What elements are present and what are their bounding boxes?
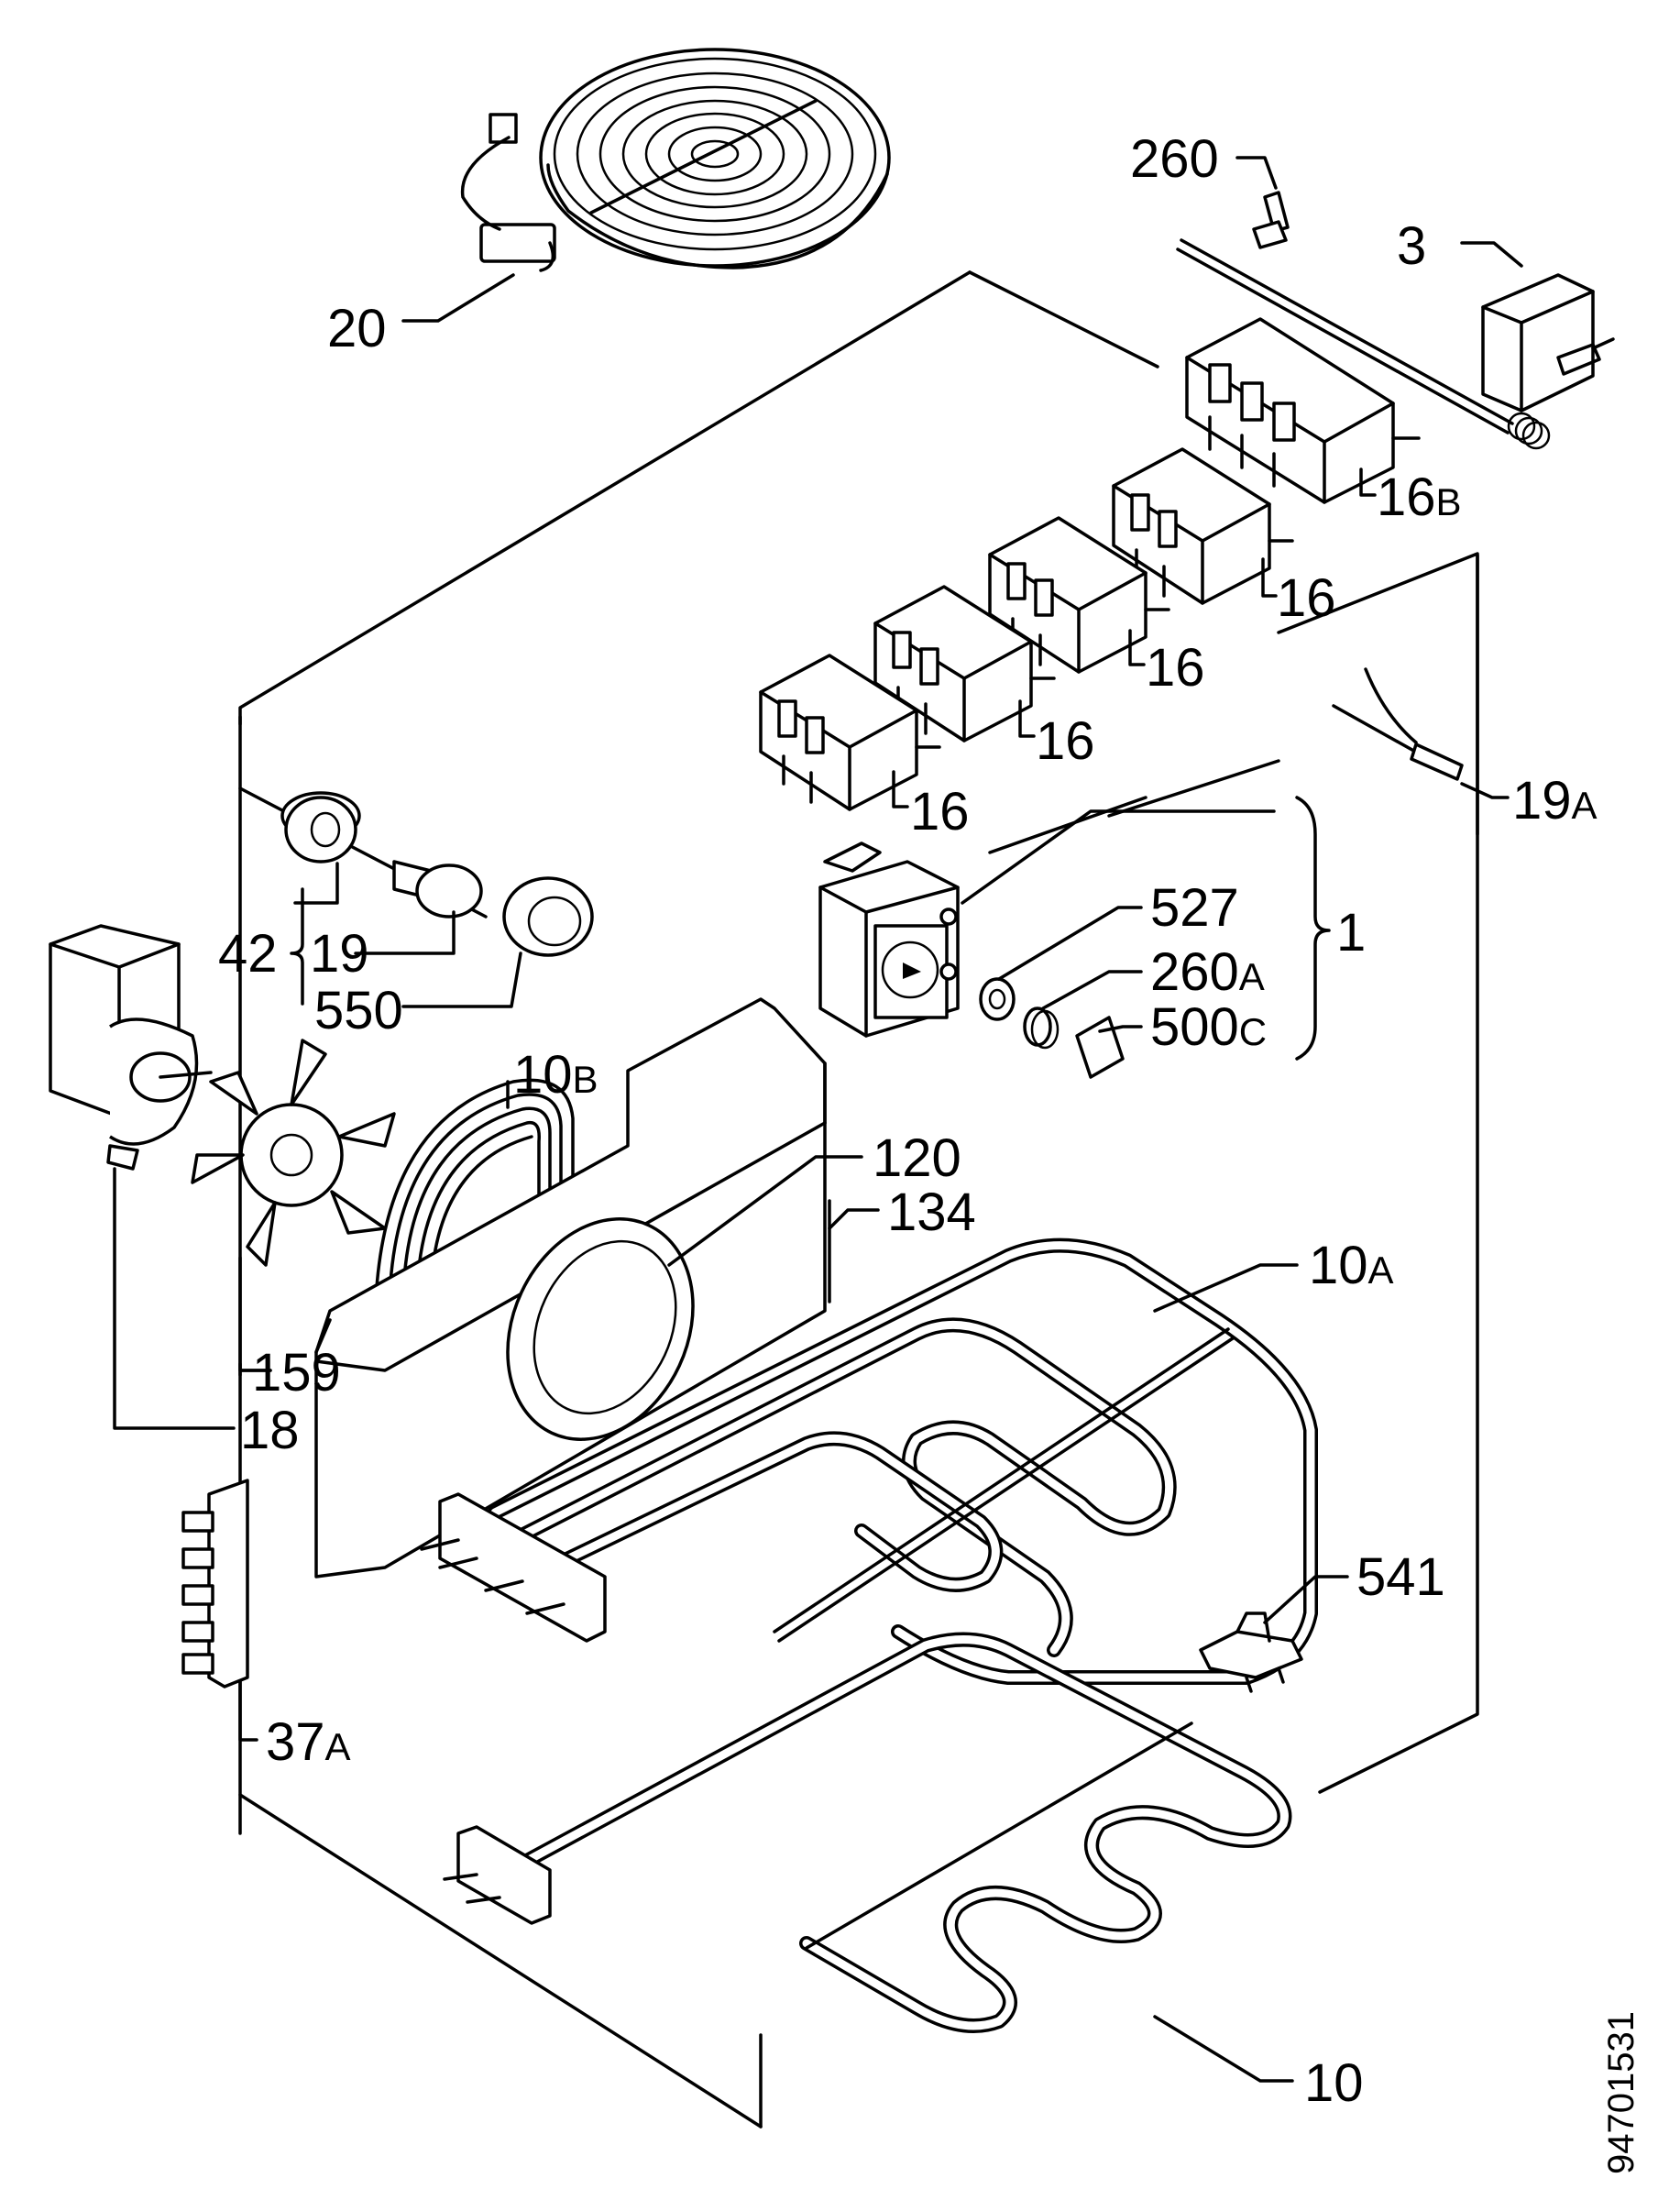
label-550: 550: [314, 981, 403, 1040]
label-37a: 37A: [266, 1712, 351, 1772]
label-37a-num: 37: [266, 1712, 325, 1772]
clip-260: [1252, 191, 1290, 249]
selector-switch-16-c: [873, 585, 1056, 742]
fan-guard-120: [506, 1217, 695, 1441]
lamp-bulb-19: [392, 860, 483, 918]
thermostat-3: [1176, 238, 1615, 450]
label-500c-num: 500: [1150, 997, 1239, 1057]
label-120: 120: [873, 1128, 961, 1188]
thermal-fuse-541: [1199, 1612, 1303, 1693]
label-16b-num: 16: [1377, 468, 1436, 527]
label-20: 20: [327, 299, 387, 358]
label-10b-num: 10: [513, 1045, 573, 1105]
label-159: 159: [252, 1343, 341, 1402]
label-18: 18: [240, 1401, 300, 1460]
grill-element-10a: [420, 1238, 1318, 1685]
bottom-element-10: [443, 1632, 1292, 2033]
label-19a-num: 19: [1512, 771, 1572, 830]
label-16-d: 16: [910, 782, 970, 842]
label-37a-suffix: A: [325, 1725, 351, 1768]
label-19: 19: [310, 924, 369, 984]
label-260a-suffix: A: [1239, 955, 1265, 998]
label-10a-num: 10: [1309, 1236, 1368, 1295]
label-10b: 10B: [513, 1045, 598, 1105]
fan-motor-18: [49, 924, 213, 1171]
label-42: 42: [218, 924, 278, 984]
label-134: 134: [887, 1182, 976, 1242]
selector-switch-16b: [1185, 317, 1421, 504]
fan-blade-159: [191, 1039, 396, 1267]
label-16b-suffix: B: [1436, 480, 1462, 523]
timer-knob-parts: [979, 977, 1125, 1079]
label-19a-suffix: A: [1572, 784, 1598, 827]
circular-element-10b: [374, 1078, 575, 1304]
selector-switch-16-a: [1112, 447, 1294, 605]
label-16-c: 16: [1036, 711, 1095, 771]
selector-switch-16-d: [759, 654, 941, 811]
selector-switch-16-b: [988, 516, 1170, 674]
figure-reference-number: 94701531: [1601, 2011, 1642, 2174]
leader-lines: [113, 156, 1523, 2083]
label-16-b: 16: [1146, 638, 1205, 698]
lamp-cover-550: [502, 876, 594, 957]
label-527: 527: [1150, 878, 1239, 938]
temperature-sensor-19a: [1332, 667, 1464, 781]
label-19a: 19A: [1512, 771, 1598, 830]
label-16b: 16B: [1377, 468, 1462, 527]
label-500c: 500C: [1150, 997, 1267, 1057]
label-10a: 10A: [1309, 1236, 1394, 1295]
label-500c-suffix: C: [1239, 1010, 1267, 1053]
label-16-a: 16: [1277, 568, 1336, 628]
label-260: 260: [1130, 129, 1219, 189]
hob-radiant-ring-20: [460, 48, 891, 272]
label-260a: 260A: [1150, 942, 1265, 1002]
label-260a-num: 260: [1150, 942, 1239, 1002]
label-10b-suffix: B: [573, 1058, 598, 1101]
part-labels: 20 260 3 16B 16 16 16 16 19A 1 527 260A …: [218, 129, 1598, 2113]
lamp-holder-42: [280, 791, 361, 864]
label-10: 10: [1304, 2053, 1364, 2113]
label-3: 3: [1397, 216, 1426, 276]
terminal-block-37a: [181, 1479, 249, 1688]
timer-clock-1: [818, 842, 960, 1038]
label-1: 1: [1336, 903, 1366, 962]
label-541: 541: [1356, 1547, 1445, 1607]
label-10a-suffix: A: [1368, 1248, 1394, 1292]
cabinet-outline: [238, 270, 1479, 2128]
